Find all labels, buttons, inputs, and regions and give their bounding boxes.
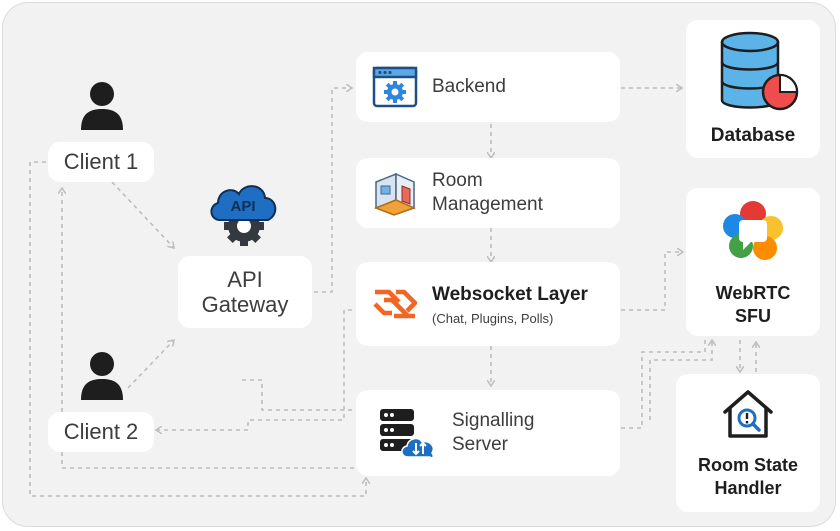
client1-label-box: Client 1 [48,142,154,182]
server-cloud-icon [380,409,434,459]
room-state-label-line2: Handler [714,478,782,498]
webrtc-label-line1: WebRTC [715,283,791,303]
websocket-icon [373,289,418,319]
signalling-server-box: Signalling Server [356,390,620,476]
gear-window-icon [372,66,418,108]
room-management-box: Room Management [356,158,620,228]
backend-label: Backend [432,76,506,97]
signalling-to-webrtc-a [621,338,706,429]
client2-label: Client 2 [63,419,139,444]
signalling-label-line2: Server [452,434,508,455]
websocket-label: Websocket Layer [432,283,588,305]
room-icon [373,172,417,216]
api-gateway-box: API Gateway [178,256,312,328]
api-icon-text: API [230,198,255,215]
webrtc-sfu-box: WebRTC SFU [686,188,820,336]
websocket-sublabel: (Chat, Plugins, Polls) [432,310,554,326]
gateway-to-backend [314,88,352,293]
webrtc-logo-icon [723,201,783,260]
room-state-handler-box: Room State Handler [676,374,820,512]
person-icon [81,82,123,130]
websocket-to-client2 [156,309,352,430]
websocket-layer-box: Websocket Layer (Chat, Plugins, Polls) [356,262,620,346]
client2-node: Client 2 [48,342,156,454]
person-icon [81,352,123,400]
room-state-label-line1: Room State [697,455,798,475]
room-management-label-line1: Room [432,170,483,191]
webrtc-label-line2: SFU [735,306,771,326]
database-chart-icon [720,31,799,111]
signalling-label-line1: Signalling [452,410,535,431]
client1-to-signalling [29,161,366,497]
house-alert-icon [723,390,773,438]
client2-label-box: Client 2 [48,412,154,452]
signalling-to-client2 [240,379,352,411]
client1-to-gateway [111,181,174,248]
client1-label: Client 1 [63,149,139,174]
room-management-label-line2: Management [432,194,543,215]
api-cloud-gear-icon: API [210,185,277,246]
websocket-to-webrtc [621,252,683,311]
signalling-to-webrtc-b [649,340,712,420]
client1-node: Client 1 [48,70,156,182]
gateway-label-line2: Gateway [201,292,289,317]
database-box: Database [686,20,820,158]
client2-to-signalling [61,452,372,469]
gateway-label-line1: API [227,267,263,292]
database-label: Database [710,125,796,146]
client2-to-gateway [127,340,174,389]
backend-box: Backend [356,52,620,122]
